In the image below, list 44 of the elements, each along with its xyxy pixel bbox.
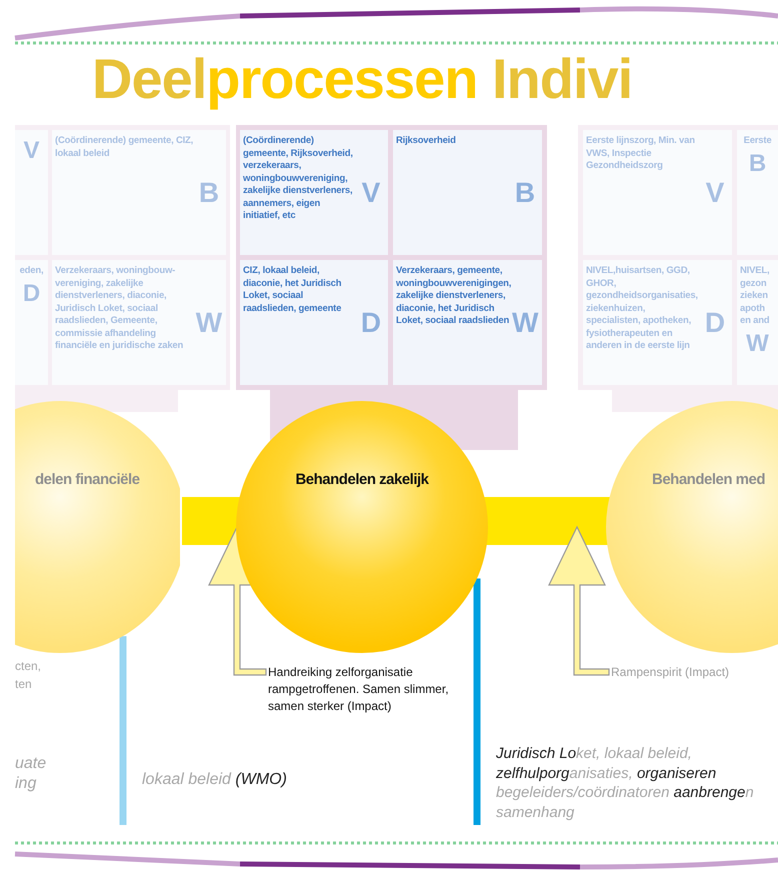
cell-letter: D (704, 308, 726, 336)
cell-text: Verzekeraars, woningbouw-vereniging, zakelijke dienstverleners, diaconie, Juridisch Loket, sociaal raadslieden, Gemeente, commissie afhandeling financiële en juridische zaken (55, 265, 184, 354)
connector-line (474, 578, 480, 825)
hollow-arrow (208, 526, 267, 676)
cell-letter: B (748, 152, 766, 176)
cell-letter: B (198, 178, 220, 206)
cell-text: Verzekeraars, gemeente, woningbouwverenigingen, zakelijke dienstverleners, diaconie, het Juridisch Loket, sociaal raadslieden (396, 265, 512, 328)
hollow-arrow (548, 526, 610, 676)
grid-cell (393, 130, 542, 255)
cell-letter: V (360, 178, 382, 206)
cell-letter: D (360, 308, 382, 336)
cell-letter: V (704, 178, 726, 206)
cell-letter: B (514, 178, 536, 206)
note-text: ten (15, 677, 32, 693)
note-text: Juridisch Loket, lokaal beleid, zelfhulporganisaties, organiseren begeleiders/coördinatoren aanbrengen samenhang (496, 744, 755, 822)
sphere-label: delen financiële (35, 471, 140, 488)
cell-text: NIVEL,huisartsen, GGD, GHOR, gezondheidsorganisaties, ziekenhuizen, specialisten, apotheken, fysiotherapeuten en anderen in de eerste lijn (586, 265, 699, 354)
cell-text: eden, (20, 265, 44, 278)
cell-letter: V (23, 139, 40, 163)
cell-text: CIZ, lokaal beleid, diaconie, het Juridisch Loket, sociaal raadslieden, gemeente (243, 265, 342, 316)
cell-letter: W (511, 308, 540, 336)
cell-letter: D (22, 282, 40, 306)
cell-letter: W (195, 308, 223, 336)
cell-text: (Coördinerende) gemeente, Rijksoverheid, verzekeraars, woningbouwvereniging, zakelijke dienstverleners, aannemers, eigen initiatief, etc (243, 135, 354, 224)
note-text: lokaal beleid (WMO) (142, 770, 287, 790)
note-text: uate (15, 754, 46, 774)
grid-cell (240, 260, 388, 385)
callout-text: Handreiking zelforganisatie rampgetroffenen. Samen slimmer, samen sterker (Impact) (268, 664, 473, 714)
connector-line (120, 636, 126, 825)
sphere-label: Behandelen zakelijk (294, 471, 430, 488)
cell-text: NIVEL, gezon zieken apoth en and (740, 265, 770, 328)
connector-band (484, 497, 610, 545)
callout-text: Rampenspirit (Impact) (611, 664, 771, 681)
cell-text: Eerste (744, 135, 772, 148)
title: Deelprocessen Indivi (92, 48, 632, 110)
sphere-label: Behandelen med (652, 471, 766, 488)
note-text: cten, (15, 659, 42, 675)
grid-cell (240, 130, 388, 255)
cell-text: (Coördinerende) gemeente, CIZ, lokaal beleid (55, 135, 194, 161)
cell-letter: W (746, 332, 769, 356)
cell-text: Rijksoverheid (396, 135, 457, 148)
cell-text: Eerste lijnszorg, Min. van VWS, Inspectie Gezondheidszorg (586, 135, 696, 174)
note-text: ing (15, 774, 36, 794)
grid-cell (393, 260, 542, 385)
